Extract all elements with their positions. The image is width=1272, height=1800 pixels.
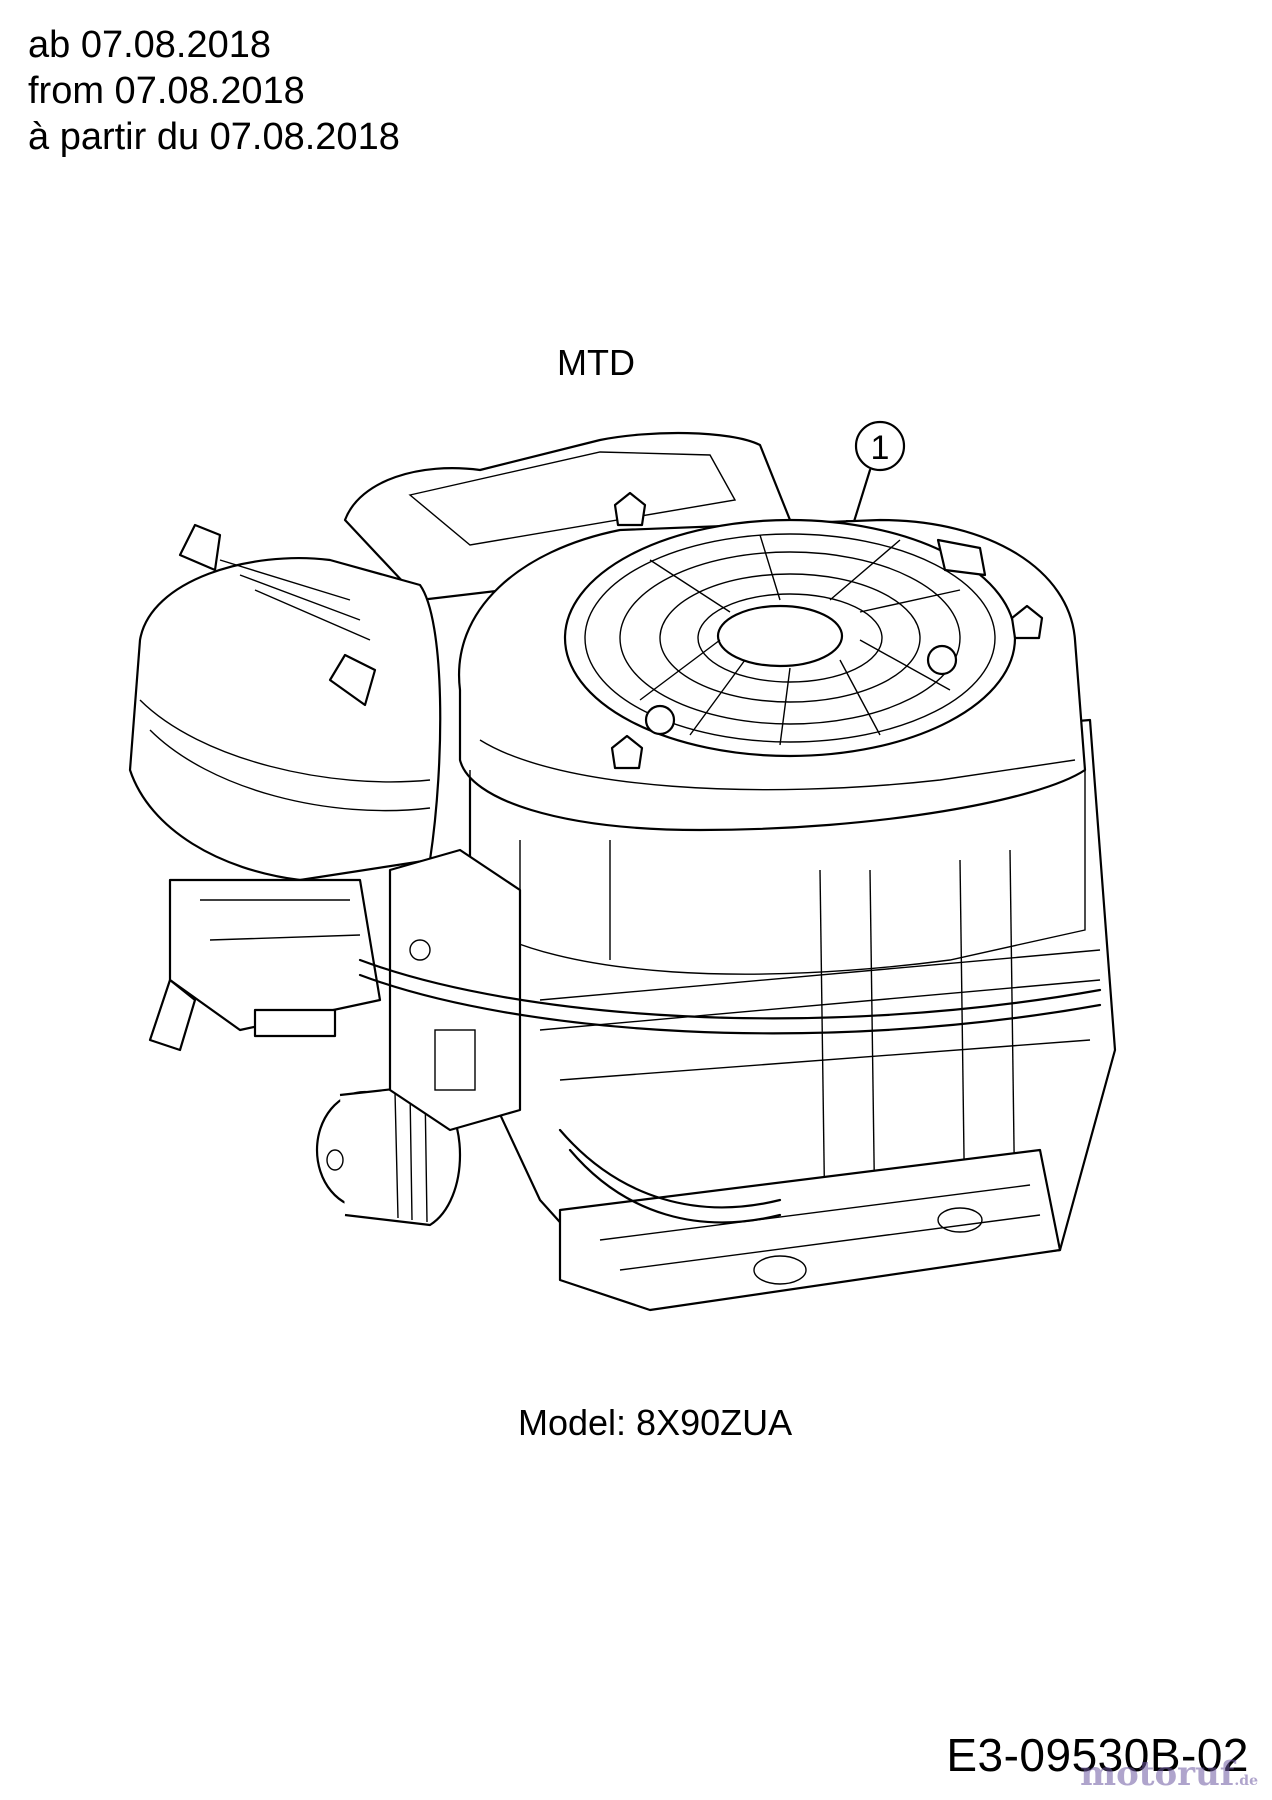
callout-leader xyxy=(850,468,872,530)
date-line-de: ab 07.08.2018 xyxy=(28,24,272,66)
watermark-text: motoruf xyxy=(1080,1754,1235,1794)
watermark-logo: motoruf.de xyxy=(1080,1754,1258,1794)
blower-housing xyxy=(457,491,1087,975)
brand-label: MTD xyxy=(557,342,635,383)
model-label: Model: 8X90ZUA xyxy=(518,1402,793,1443)
date-line-en: from 07.08.2018 xyxy=(28,70,305,112)
oil-filter xyxy=(315,1083,462,1227)
watermark-suffix: .de xyxy=(1234,1773,1258,1789)
drawing-number: E3-09530B-02 xyxy=(946,1729,1249,1781)
control-bracket xyxy=(358,848,1102,1224)
air-cleaner xyxy=(128,523,442,1052)
callout-circle xyxy=(854,420,906,472)
date-header: ab 07.08.2018 from 07.08.2018 à partir d… xyxy=(28,22,400,160)
callout-number: 1 xyxy=(871,429,890,467)
date-line-fr: à partir du 07.08.2018 xyxy=(28,116,400,158)
callout-1[interactable]: 1 xyxy=(846,420,906,532)
